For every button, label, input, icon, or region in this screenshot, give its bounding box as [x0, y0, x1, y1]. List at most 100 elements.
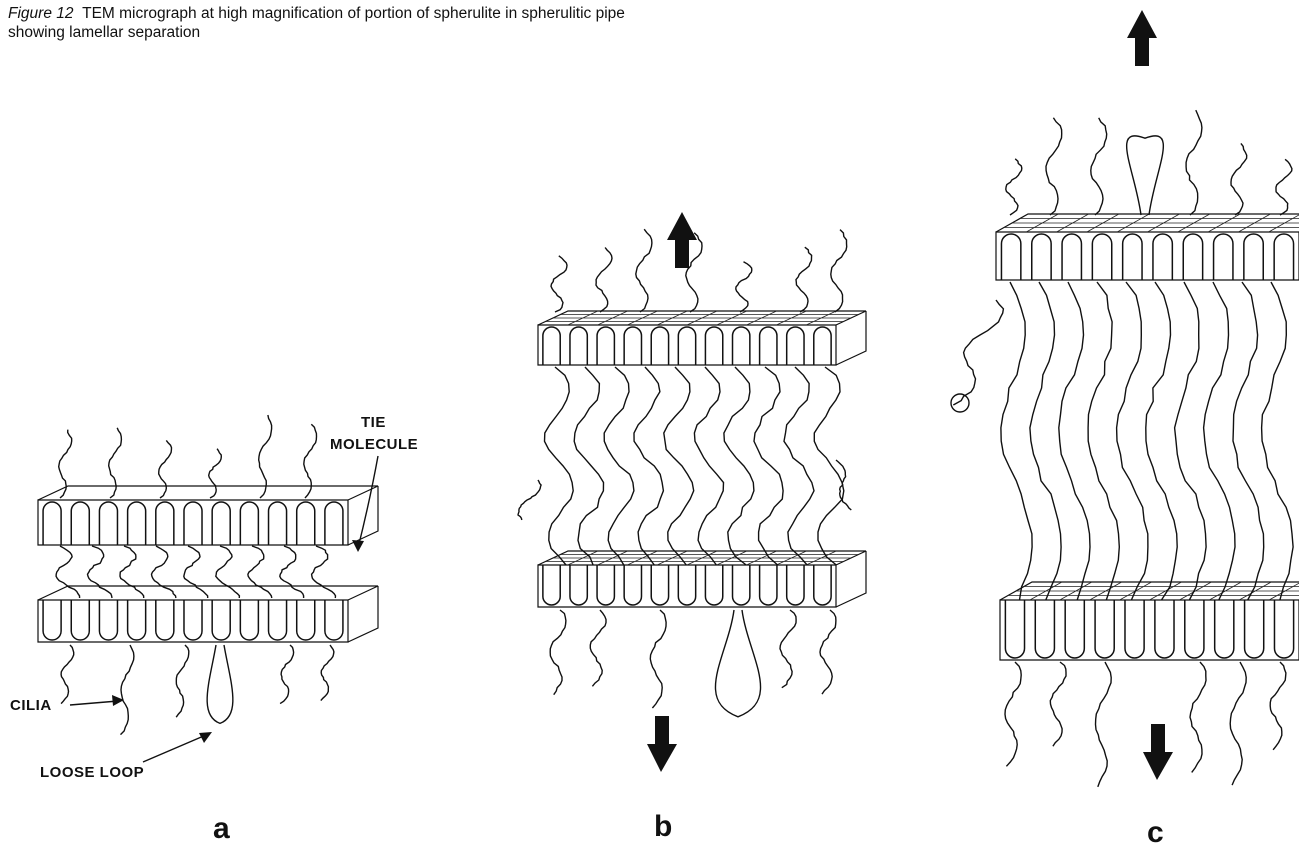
panel-c-tie-molecule [1001, 282, 1032, 600]
loose-loop-label: LOOSE LOOP [40, 764, 144, 781]
panel-c-cilium-top [1186, 110, 1202, 215]
panel-b-cilium-top [596, 248, 612, 313]
panel-b-upper-side-face [836, 311, 866, 365]
panel-c-cilium-bottom [1096, 662, 1112, 787]
panel-c-tie-molecule [1146, 282, 1177, 600]
panel-a-lower-front-face [38, 600, 348, 642]
panel-a-upper-folds [43, 502, 343, 545]
panel-b-cilium-bottom [590, 610, 606, 686]
loose-loop-pointer [143, 735, 206, 762]
panel-c: c [951, 10, 1299, 849]
panel-a-lower-folds [43, 600, 343, 640]
panel-b-cilium-bottom [820, 610, 836, 694]
panel-b-lower-lamella [538, 551, 866, 607]
panel-c-tie-molecule [1262, 282, 1294, 600]
panel-b-upper-lamella [538, 311, 866, 365]
panel-c-tie-molecule [1030, 282, 1061, 600]
panel-c-side-chain-coil [951, 394, 969, 412]
panel-b-tie-molecule [694, 367, 723, 565]
panel-c-cilium-bottom [1270, 662, 1286, 750]
panel-a-tie-molecule [312, 546, 336, 598]
panel-b-chains [518, 229, 851, 717]
panel-a-tie-molecule [120, 546, 144, 598]
panel-c-tie-molecule [1204, 282, 1235, 600]
panel-b-tie-molecule [604, 367, 634, 565]
panel-b-up-arrow [667, 212, 697, 268]
panel-b-tie-molecule [545, 367, 574, 565]
panel-a-lower-lamella [38, 586, 378, 642]
panel-a-tie-molecule [152, 546, 176, 598]
panel-a-upper-lamella [38, 486, 378, 545]
panel-b-upper-surface-grid [546, 311, 859, 325]
panel-a-cilium-top [209, 449, 222, 498]
panel-b-loose-loop [715, 610, 760, 717]
panel-a-chains [56, 415, 335, 735]
panel-c-top-loop [1127, 136, 1164, 215]
panel-b-cilium-bottom [550, 610, 566, 695]
panel-b-tie-molecule [784, 367, 814, 565]
panel-b-tie-molecule [664, 367, 694, 565]
panel-a-upper-side-face [348, 486, 378, 545]
panel-a-tie-molecule [216, 546, 240, 598]
panel-b: b [518, 212, 866, 843]
cilia-pointer [70, 701, 118, 705]
panel-a-upper-top-face [38, 486, 378, 500]
panel-b-cilium-top [551, 256, 567, 312]
panel-b-upper-folds [543, 327, 831, 365]
panel-c-letter: c [1147, 816, 1164, 849]
panel-b-tie-molecule [574, 367, 603, 565]
panel-c-cilium-top [1276, 159, 1292, 215]
panel-b-tie-molecule [754, 367, 783, 565]
panel-b-cilium-bottom [650, 610, 666, 708]
panel-b-cilium-top [636, 229, 652, 312]
panel-a-cilium-top [304, 424, 317, 498]
panel-c-side-chain [953, 300, 1003, 405]
panel-c-down-arrow [1143, 724, 1173, 780]
panel-a-upper-front-face [38, 500, 348, 545]
panel-c-cilium-top [1091, 118, 1107, 215]
panel-a-cilium-bottom [280, 645, 294, 704]
panel-b-upper-front-face [538, 325, 836, 365]
panel-a-cilium-top [159, 440, 172, 498]
panel-c-cilium-bottom [1005, 662, 1021, 766]
panel-a: TIE MOLECULE CILIA LOOSE LOOP a [10, 414, 418, 845]
tie-molecule-label-line1: TIE [361, 414, 386, 431]
panel-c-cilium-bottom [1050, 662, 1066, 746]
panel-c-upper-folds [1001, 234, 1293, 280]
panel-b-cilium-bottom [780, 610, 796, 688]
panel-c-cilium-top [1231, 143, 1247, 215]
panel-b-tie-molecule [634, 367, 663, 565]
panel-a-cilium-bottom [121, 645, 134, 735]
panel-a-cilium-bottom [176, 645, 189, 717]
tie-molecule-pointer [358, 456, 378, 548]
cilia-label: CILIA [10, 697, 52, 714]
panel-b-cilium-top [736, 262, 752, 312]
panel-c-upper-lamella [996, 214, 1299, 280]
panel-a-cilium-bottom [61, 645, 74, 704]
panel-c-cilium-bottom [1190, 662, 1206, 772]
panel-a-tie-molecule [88, 546, 113, 598]
panel-a-letter: a [213, 812, 230, 845]
panel-b-lower-side-face [836, 551, 866, 607]
panel-c-lower-folds [1005, 600, 1293, 658]
panel-a-tie-molecule [248, 546, 272, 598]
panel-b-lower-folds [543, 565, 831, 605]
panel-a-cilium-bottom [321, 645, 334, 701]
panel-c-tie-molecule [1117, 282, 1148, 600]
panel-a-lower-side-face [348, 586, 378, 642]
panel-c-tie-molecule [1088, 282, 1119, 600]
panel-b-lower-front-face [538, 565, 836, 607]
tie-molecule-label-line2: MOLECULE [330, 436, 418, 453]
panel-b-tie-molecule [814, 367, 844, 565]
panel-c-chains [951, 110, 1293, 787]
panel-a-tie-molecule [280, 546, 304, 598]
panel-c-cilium-top [1046, 118, 1062, 215]
panel-c-upper-surface-grid [1004, 214, 1299, 232]
panel-c-lower-lamella [1000, 582, 1299, 660]
panel-c-tie-molecule [1175, 282, 1207, 600]
panel-b-cilium-top [796, 247, 812, 312]
panel-b-side-chain [518, 480, 541, 520]
panel-b-down-arrow [647, 716, 677, 772]
panel-c-cilium-bottom [1230, 662, 1246, 785]
